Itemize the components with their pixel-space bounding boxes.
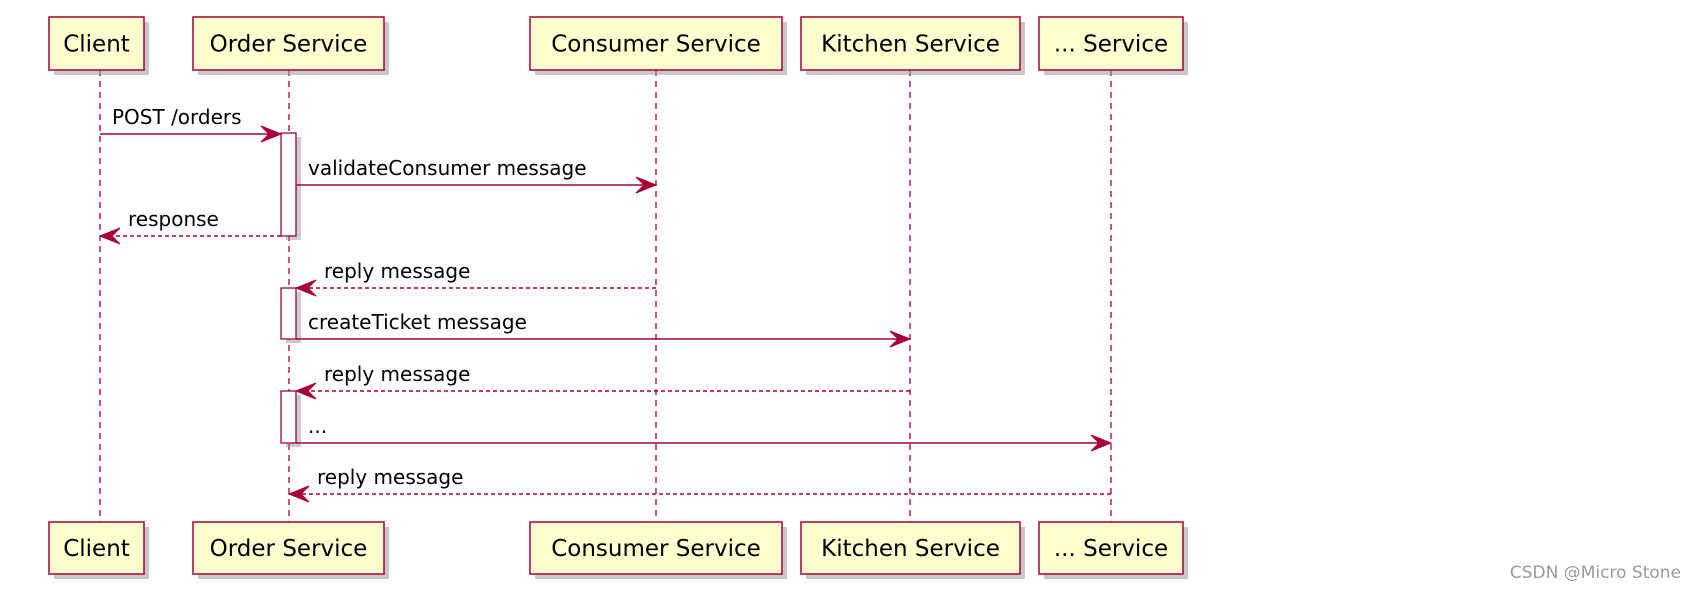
participant-bottom-order: Order Service — [192, 521, 389, 579]
message-6: reply message — [294, 362, 910, 400]
message-label: reply message — [324, 259, 470, 283]
participant-label: Client — [63, 536, 130, 562]
participant-box — [529, 16, 783, 71]
message-1: POST /orders — [100, 105, 283, 143]
message-label: ... — [308, 414, 327, 438]
participant-box — [48, 521, 145, 575]
participant-top-order: Order Service — [192, 16, 389, 75]
participant-label: Order Service — [210, 32, 368, 58]
arrowhead — [260, 125, 283, 143]
participant-label: Kitchen Service — [821, 536, 1000, 562]
participant-bottom-kitchen: Kitchen Service — [800, 521, 1025, 579]
message-5: createTicket message — [296, 310, 912, 348]
participant-top-kitchen: Kitchen Service — [800, 16, 1025, 75]
participant-bottom-consumer: Consumer Service — [529, 521, 787, 579]
participant-label: Client — [63, 32, 130, 58]
participant-box — [529, 521, 783, 575]
participant-box — [48, 16, 145, 71]
participant-label: Consumer Service — [551, 536, 761, 562]
participant-bottom-other: ... Service — [1038, 521, 1188, 579]
participant-label: Kitchen Service — [821, 32, 1000, 58]
message-label: validateConsumer message — [308, 156, 587, 180]
participant-box — [192, 521, 385, 575]
activation-bar — [280, 390, 297, 444]
participant-box — [1038, 521, 1184, 575]
participant-label: ... Service — [1054, 536, 1168, 562]
participant-label: Consumer Service — [551, 32, 761, 58]
message-label: POST /orders — [112, 105, 242, 129]
message-8: reply message — [287, 465, 1111, 503]
activation-bar — [280, 287, 297, 340]
participant-box — [1038, 16, 1184, 71]
participant-label: ... Service — [1054, 32, 1168, 58]
arrowhead — [98, 227, 121, 245]
message-2: validateConsumer message — [296, 156, 658, 194]
arrowhead — [889, 330, 912, 348]
participant-top-other: ... Service — [1038, 16, 1188, 75]
message-label: createTicket message — [308, 310, 527, 334]
participant-label: Order Service — [210, 536, 368, 562]
message-label: response — [128, 207, 219, 231]
participant-box — [192, 16, 385, 71]
arrowhead — [294, 382, 317, 400]
activation-bar — [280, 132, 297, 237]
participant-bottom-client: Client — [48, 521, 149, 579]
arrowhead — [294, 279, 317, 297]
participant-top-consumer: Consumer Service — [529, 16, 787, 75]
message-7: ... — [296, 414, 1113, 452]
message-3: response — [98, 207, 281, 245]
participant-top-client: Client — [48, 16, 149, 75]
participant-box — [800, 521, 1021, 575]
arrowhead — [287, 485, 310, 503]
arrowhead — [1090, 434, 1113, 452]
watermark-text: CSDN @Micro Stone — [1509, 563, 1681, 583]
message-4: reply message — [294, 259, 656, 297]
participant-box — [800, 16, 1021, 71]
message-label: reply message — [317, 465, 463, 489]
arrowhead — [635, 176, 658, 194]
message-label: reply message — [324, 362, 470, 386]
